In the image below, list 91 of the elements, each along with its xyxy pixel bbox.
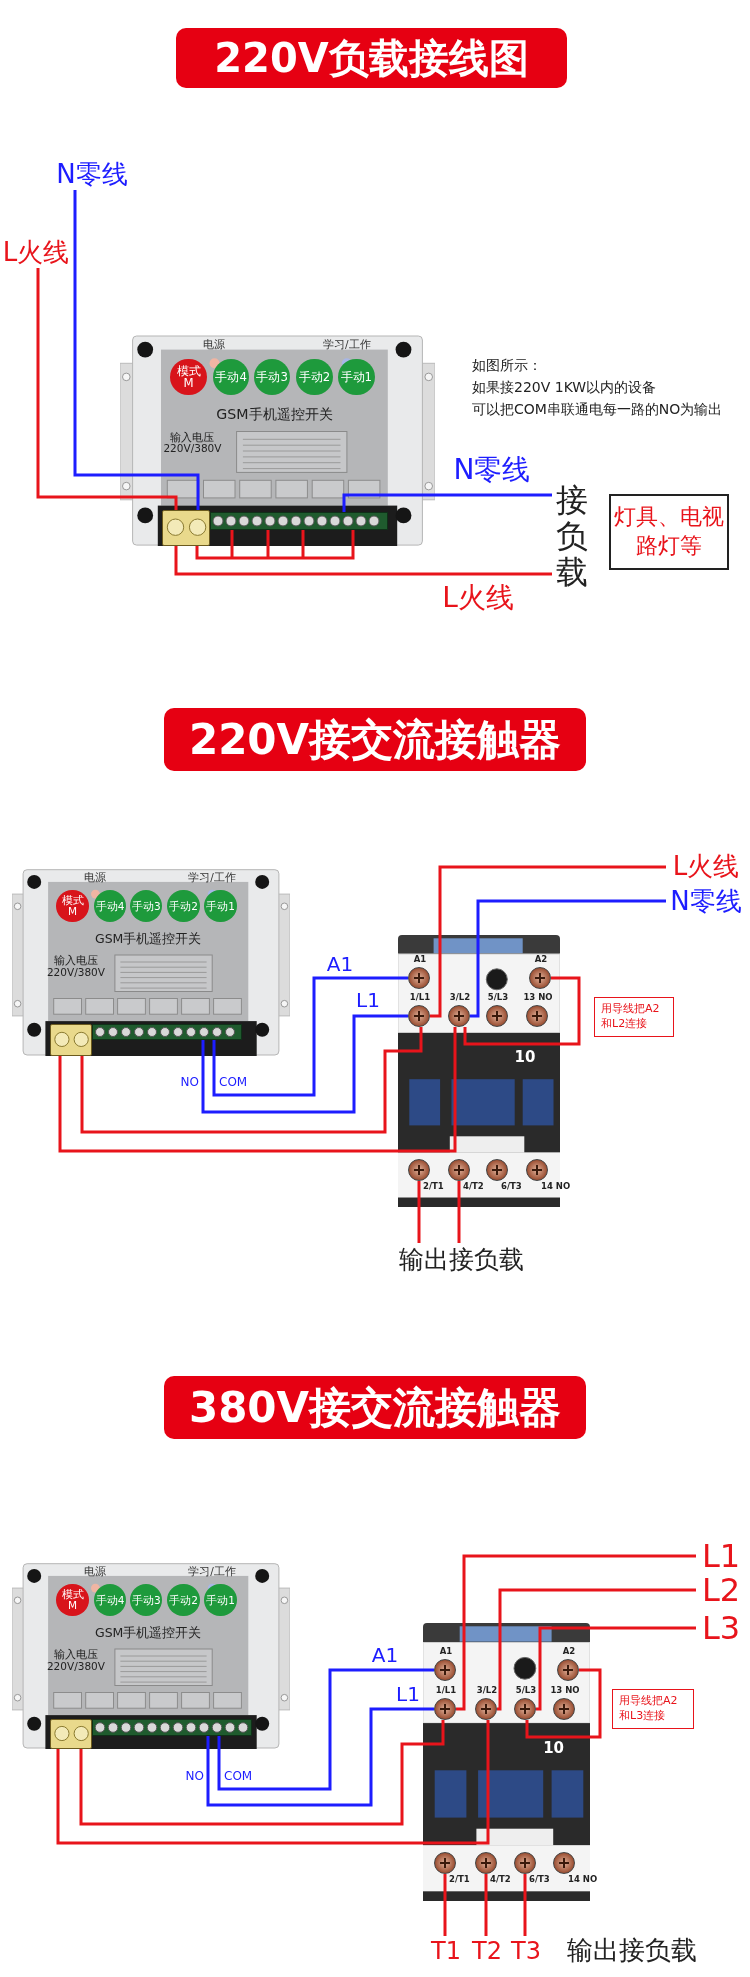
wire <box>496 1588 696 1711</box>
wire <box>217 1668 434 1791</box>
module-title: GSM手机遥控开关 <box>215 406 334 423</box>
terminal-label: A2 <box>561 1647 577 1657</box>
wire <box>470 899 666 1018</box>
voltage-label: 输入电压 220V/380V <box>162 431 223 455</box>
line-label: T3 <box>511 1936 539 1966</box>
output-label: 输出接负载 <box>567 1936 697 1966</box>
wire <box>36 268 178 510</box>
note-text: 如果接220V 1KW以内的设备 <box>472 379 657 396</box>
terminal-label: 13 NO <box>549 1686 581 1696</box>
terminal-label: 5/L3 <box>486 993 510 1003</box>
wire <box>463 976 581 1046</box>
indicator-label: 电源 <box>83 872 108 883</box>
line-label: L火线 <box>0 236 72 268</box>
terminal-label: 1/L1 <box>408 993 432 1003</box>
terminal-label: 6/T3 <box>529 1875 550 1885</box>
wire <box>523 1874 527 1936</box>
terminal-name: NO <box>185 1770 204 1784</box>
title-banner: 380V接交流接触器 <box>164 1376 586 1439</box>
note-text: 如图所示： <box>472 357 542 374</box>
line-label: L2 <box>696 1573 746 1607</box>
line-label: L火线 <box>666 850 746 883</box>
wire <box>174 546 552 576</box>
note-box: 用导线把A2和L2连接 <box>594 997 674 1037</box>
terminal-label: A2 <box>533 955 549 965</box>
line-label: L3 <box>696 1611 746 1645</box>
terminal-name: COM <box>219 1076 248 1090</box>
load-box: 灯具、电视路灯等 <box>609 494 729 570</box>
note-text: 可以把COM串联通电每一路的NO为输出 <box>472 401 723 418</box>
terminal-label: 13 NO <box>522 993 554 1003</box>
wire <box>443 1874 447 1936</box>
wire <box>56 1720 490 1845</box>
wire <box>484 1874 488 1936</box>
terminal-label: 3/L2 <box>475 1686 499 1696</box>
terminal-label: 4/T2 <box>490 1875 511 1885</box>
wire <box>342 493 552 512</box>
terminal-label: 14 NO <box>541 1182 571 1192</box>
wire <box>430 865 666 1018</box>
line-label: N零线 <box>666 885 746 918</box>
line-label: N零线 <box>50 158 134 190</box>
voltage-label: 输入电压 220V/380V <box>45 1649 106 1673</box>
wire <box>456 1554 696 1711</box>
indicator-label: 学习/工作 <box>187 1566 237 1577</box>
terminal-label: 2/T1 <box>449 1875 470 1885</box>
terminal-label: A1 <box>412 955 428 965</box>
indicator-label: 学习/工作 <box>187 872 237 883</box>
module-title: GSM手机遥控开关 <box>94 1626 203 1641</box>
terminal-label: 14 NO <box>568 1875 598 1885</box>
wire <box>80 1027 423 1134</box>
output-label: 输出接负载 <box>397 1243 525 1277</box>
title-banner: 220V负载接线图 <box>176 28 567 88</box>
terminal-name: NO <box>180 1076 199 1090</box>
terminal-label: 5/L3 <box>514 1686 538 1696</box>
terminal-label: 6/T3 <box>501 1182 522 1192</box>
indicator-label: 学习/工作 <box>322 338 372 350</box>
title-banner: 220V接交流接触器 <box>164 708 586 771</box>
indicator-label: 电源 <box>83 1566 108 1577</box>
wire <box>212 976 408 1097</box>
load-label: 接负载 <box>552 482 592 590</box>
indicator-label: 电源 <box>202 338 227 350</box>
model-number: 10 <box>543 1739 565 1758</box>
terminal-strip <box>92 1719 252 1736</box>
terminal-label: A1 <box>438 1647 454 1657</box>
terminal-label: 3/L2 <box>448 993 472 1003</box>
wire <box>457 1181 461 1243</box>
wire <box>73 190 200 510</box>
wire <box>79 1720 445 1826</box>
wire <box>525 1668 602 1739</box>
power-terminal-block <box>50 1719 92 1749</box>
terminal-label: 1/L1 <box>434 1686 458 1696</box>
terminal-label: 4/T2 <box>463 1182 484 1192</box>
terminal-strip <box>210 512 388 530</box>
wire <box>195 528 355 560</box>
terminal-strip <box>92 1024 242 1040</box>
wire <box>201 1014 408 1114</box>
model-number: 10 <box>514 1049 536 1067</box>
voltage-label: 输入电压 220V/380V <box>45 955 106 979</box>
wire <box>58 1027 457 1153</box>
terminal-label: 2/T1 <box>423 1182 444 1192</box>
wire <box>206 1707 434 1807</box>
line-label: T1 <box>431 1936 459 1966</box>
note-box: 用导线把A2和L3连接 <box>612 1689 694 1729</box>
line-label: L1 <box>696 1539 746 1573</box>
wire <box>536 1626 696 1711</box>
module-title: GSM手机遥控开关 <box>94 932 203 947</box>
terminal-name: COM <box>224 1770 253 1784</box>
wire <box>417 1181 421 1243</box>
power-terminal-block <box>50 1024 92 1056</box>
power-terminal-block <box>162 510 210 546</box>
line-label: T2 <box>472 1936 500 1966</box>
